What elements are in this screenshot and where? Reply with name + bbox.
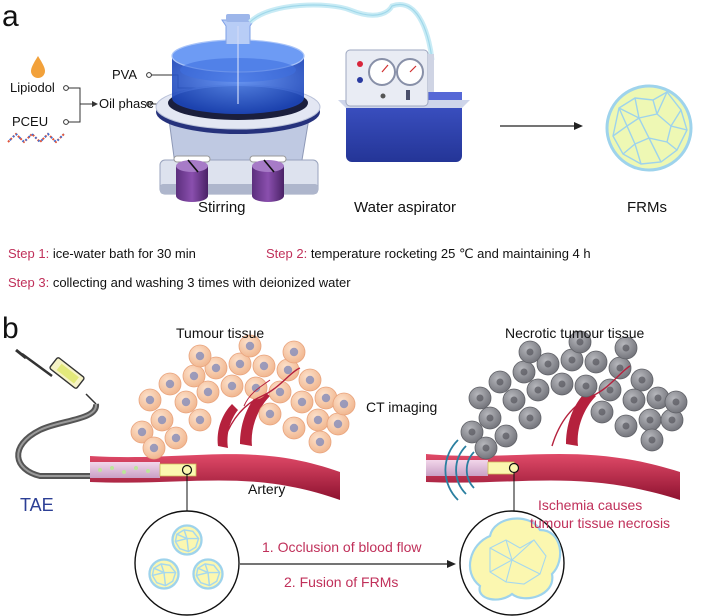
water-aspirator <box>338 49 470 162</box>
artery-right <box>426 390 680 516</box>
tumour-cluster <box>130 334 356 460</box>
ischemia-line-2: tumour tissue necrosis <box>530 515 671 531</box>
ct-imaging-label: CT imaging <box>366 399 438 415</box>
panel-b-letter: b <box>2 312 19 345</box>
artery-left <box>90 390 340 516</box>
lipiodol-drop-icon <box>31 56 45 78</box>
ischemia-line-1: Ischemia causes <box>538 497 643 513</box>
magnetic-stirrer <box>155 14 321 202</box>
step-2: Step 2: temperature rocketing 25 ℃ and m… <box>266 247 591 260</box>
catheter-tube <box>15 403 99 479</box>
step-1-key: Step 1: <box>8 246 50 261</box>
tumour-tissue-label: Tumour tissue <box>176 325 265 341</box>
fusion-label: 2. Fusion of FRMs <box>284 574 399 590</box>
step-1: Step 1: ice-water bath for 30 min <box>8 247 196 260</box>
step-1-text: ice-water bath for 30 min <box>49 246 196 261</box>
water-aspirator-label: Water aspirator <box>354 199 456 216</box>
step-3: Step 3: collecting and washing 3 times w… <box>8 276 351 289</box>
oil-phase-label: Oil phase <box>99 96 154 111</box>
step-2-key: Step 2: <box>266 246 308 261</box>
stirring-label: Stirring <box>198 199 246 216</box>
artery-label: Artery <box>248 481 286 497</box>
pceu-label: PCEU <box>12 114 49 129</box>
necrotic-cluster <box>460 330 688 460</box>
necrotic-tissue-label: Necrotic tumour tissue <box>505 325 645 341</box>
lipiodol-label: Lipiodol <box>10 80 55 95</box>
panel-a-letter: a <box>2 0 19 33</box>
step-3-text: collecting and washing 3 times with deio… <box>49 275 351 290</box>
syringe-icon <box>15 348 97 405</box>
step-2-text: temperature rocketing 25 ℃ and maintaini… <box>307 246 591 261</box>
frms-label: FRMs <box>627 199 667 216</box>
occlusion-label: 1. Occlusion of blood flow <box>262 539 422 555</box>
tae-label: TAE <box>20 495 54 515</box>
step-3-key: Step 3: <box>8 275 50 290</box>
transition-arrow <box>240 560 456 568</box>
frm-microsphere-icon <box>605 84 693 172</box>
zoom-circle-left <box>134 510 240 616</box>
process-arrow <box>500 122 583 130</box>
zoom-circle-right <box>459 510 565 616</box>
pva-label: PVA <box>112 67 138 82</box>
